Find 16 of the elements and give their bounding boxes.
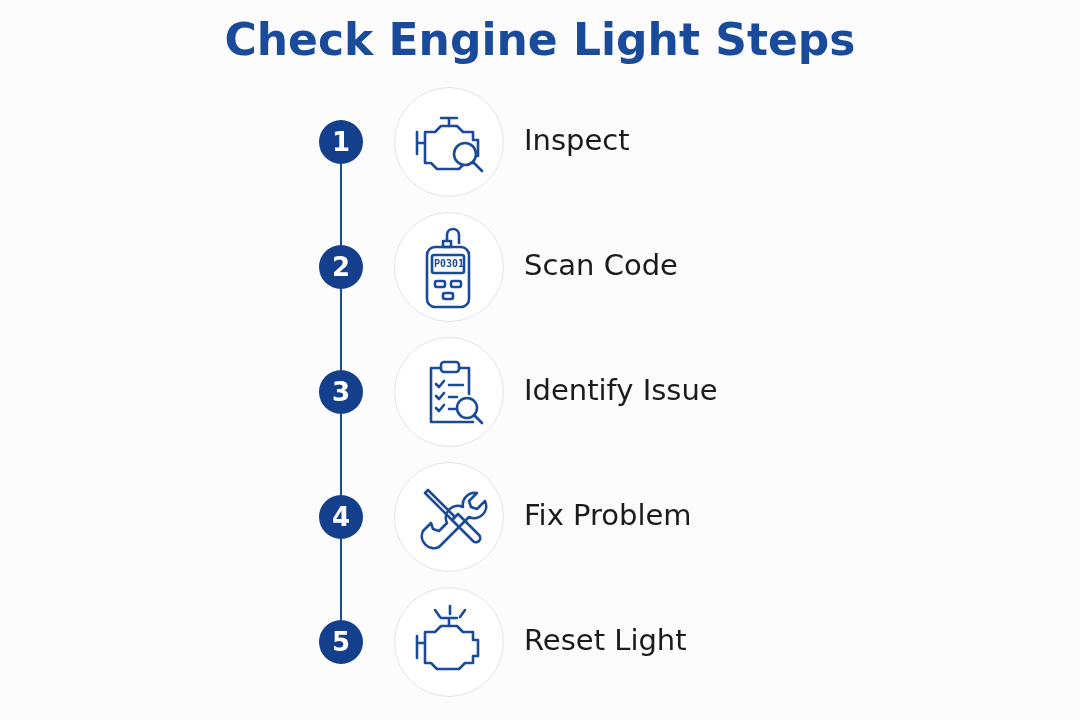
- step-number-circle: 3: [319, 370, 363, 414]
- step-label: Identify Issue: [524, 373, 718, 407]
- step-label: Fix Problem: [524, 498, 692, 532]
- step-label: Scan Code: [524, 248, 678, 282]
- connector-line: [340, 538, 342, 621]
- step-number-circle: 5: [319, 620, 363, 664]
- connector-line: [340, 163, 342, 246]
- step-label: Reset Light: [524, 623, 687, 657]
- screen-code: P0301: [434, 258, 465, 269]
- step-label: Inspect: [524, 123, 630, 157]
- step-number-circle: 2: [319, 245, 363, 289]
- title: Check Engine Light Steps: [223, 14, 857, 65]
- connector-line: [340, 288, 342, 371]
- step-number-circle: 1: [319, 120, 363, 164]
- connector-line: [340, 413, 342, 496]
- step-number-circle: 4: [319, 495, 363, 539]
